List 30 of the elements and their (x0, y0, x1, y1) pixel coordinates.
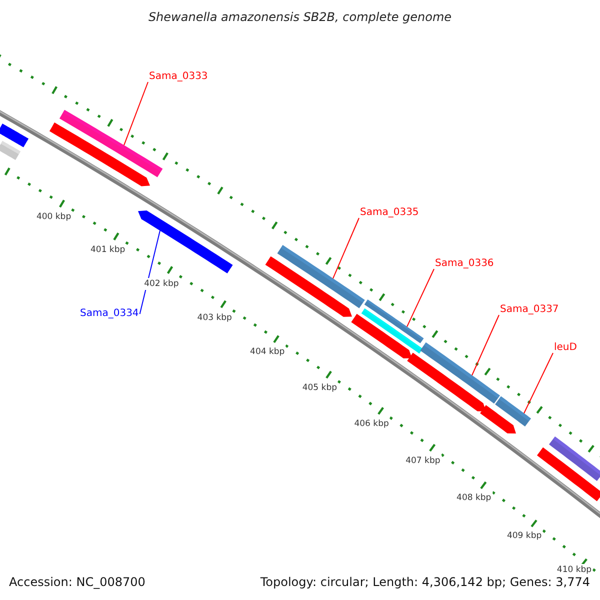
tick-label: 407 kbp (404, 454, 442, 467)
gene-bar (138, 210, 233, 274)
footer-text: Accession: NC_008700 (9, 576, 146, 588)
tick-label: 408 kbp (456, 492, 492, 504)
gene-label: leuD (554, 342, 577, 354)
footer-text: Topology: circular; Length: 4,306,142 bp; Genes: 3,774 (260, 576, 590, 588)
tick-label: 406 kbp (353, 418, 390, 430)
gene-bar (277, 245, 365, 308)
gene-label: Sama_0335 (360, 207, 419, 219)
tick-label: 403 kbp (196, 312, 233, 324)
gene-bar (420, 342, 500, 404)
title: Shewanella amazonensis SB2B, complete genome (147, 11, 453, 23)
gene-label: Sama_0333 (149, 71, 208, 83)
tick-label: 405 kbp (301, 382, 338, 394)
tick-label: 402 kbp (143, 278, 180, 290)
gene-label: Sama_0336 (435, 258, 494, 270)
gene-bar (495, 396, 531, 426)
gene-label: Sama_0337 (500, 304, 559, 316)
tick-label: 409 kbp (506, 530, 543, 542)
gene-bar (59, 110, 163, 178)
leader-line (524, 352, 554, 414)
gene-bar (364, 300, 424, 344)
gene-label: Sama_0334 (80, 308, 139, 320)
tick-label: 401 kbp (90, 244, 126, 256)
tick-label: 404 kbp (249, 346, 286, 358)
leader-line (124, 82, 148, 146)
tick-label: 400 kbp (35, 211, 72, 224)
tick-label: 410 kbp (556, 564, 593, 576)
leader-line (472, 314, 500, 376)
leader-line (332, 218, 360, 279)
